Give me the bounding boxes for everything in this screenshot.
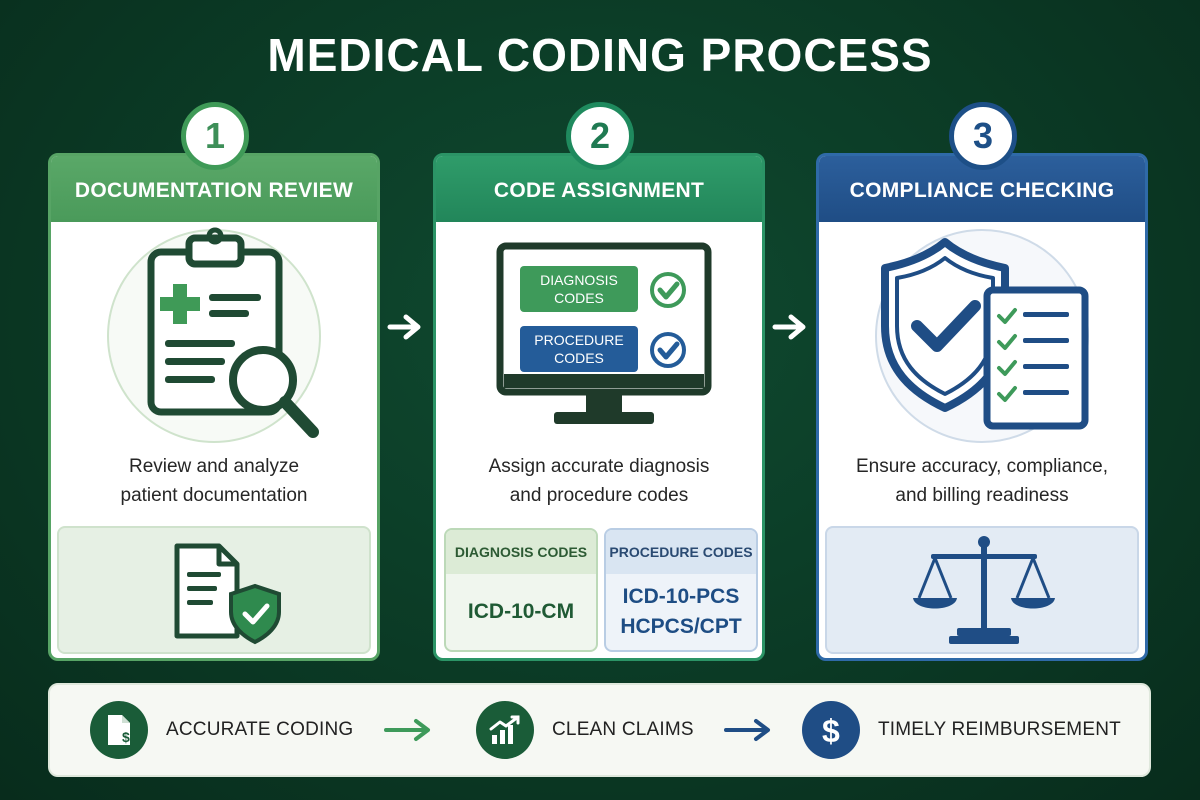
step-compliance-checking-panel: COMPLIANCE CHECKING Ensure accuracy, com… [816, 153, 1148, 661]
growth-chart-icon [476, 701, 534, 759]
scales-box [825, 526, 1139, 654]
step-1-description: Review and analyze patient documentation [51, 452, 377, 510]
procedure-codes-heading: PROCEDURE CODES [606, 530, 756, 574]
page-title: MEDICAL CODING PROCESS [267, 29, 933, 81]
diagnosis-codes-body: ICD-10-CM [446, 574, 596, 650]
step-1-description-line1: Review and analyze [128, 456, 300, 477]
step-2-description: Assign accurate diagnosis and procedure … [436, 452, 762, 510]
diagnosis-codes-heading: DIAGNOSIS CODES [446, 530, 596, 574]
shield-checklist-icon [875, 229, 1089, 443]
shield-checklist-illustration [819, 222, 1145, 444]
step-code-assignment-panel: CODE ASSIGNMENT DIAGNOSIS CODES PROCEDUR… [433, 153, 765, 661]
step-documentation-review-panel: DOCUMENTATION REVIEW Review and analyze … [48, 153, 380, 661]
procedure-codes-box: PROCEDURE CODES ICD-10-PCS HCPCS/CPT [604, 528, 758, 652]
arrow-right-icon [724, 719, 770, 741]
step-1-description-line2: patient documentation [120, 485, 308, 506]
step-1-badge: 1 [181, 102, 249, 170]
step-2-badge: 2 [566, 102, 634, 170]
document-dollar-icon: $ [90, 701, 148, 759]
scales-icon [913, 536, 1055, 644]
screen-procedure-codes-button: PROCEDURE CODES [520, 326, 638, 372]
outcome-accurate-coding: ACCURATE CODING [166, 719, 354, 740]
procedure-code-icd10pcs: ICD-10-PCS [622, 585, 740, 608]
diagnosis-code-icd10cm: ICD-10-CM [467, 600, 575, 623]
monitor-codes-icon [496, 242, 712, 424]
screen-procedure-line2: CODES [554, 350, 604, 366]
procedure-code-hcpcs-cpt: HCPCS/CPT [620, 615, 742, 638]
diagnosis-codes-box: DIAGNOSIS CODES ICD-10-CM [444, 528, 598, 652]
step-3-description-line2: and billing readiness [895, 485, 1069, 506]
outcome-clean-claims: CLEAN CLAIMS [552, 719, 694, 740]
procedure-codes-body: ICD-10-PCS HCPCS/CPT [606, 574, 756, 650]
outcome-timely-reimbursement: TIMELY REIMBURSEMENT [878, 719, 1121, 740]
svg-text:$: $ [822, 713, 840, 748]
step-3-badge: 3 [949, 102, 1017, 170]
arrow-right-icon [387, 314, 421, 340]
step-2-description-line1: Assign accurate diagnosis [488, 456, 710, 477]
step-3-description-line1: Ensure accuracy, compliance, [855, 456, 1109, 477]
screen-diagnosis-line1: DIAGNOSIS [540, 272, 618, 288]
step-3-description: Ensure accuracy, compliance, and billing… [819, 452, 1145, 510]
screen-diagnosis-line2: CODES [554, 290, 604, 306]
svg-text:$: $ [122, 729, 130, 745]
arrow-right-icon [772, 314, 806, 340]
document-shield-icon [174, 543, 281, 645]
step-2-description-line2: and procedure codes [509, 485, 689, 506]
screen-procedure-line1: PROCEDURE [534, 332, 624, 348]
dollar-icon: $ [802, 701, 860, 759]
clipboard-magnifier-icon [51, 222, 377, 444]
screen-diagnosis-codes-button: DIAGNOSIS CODES [520, 266, 638, 312]
document-shield-box [57, 526, 371, 654]
outcomes-bar: $ ACCURATE CODING CLEAN CLAIMS $ TIMELY … [48, 683, 1151, 777]
arrow-right-icon [384, 719, 430, 741]
monitor-codes-illustration: DIAGNOSIS CODES PROCEDURE CODES [436, 222, 762, 444]
